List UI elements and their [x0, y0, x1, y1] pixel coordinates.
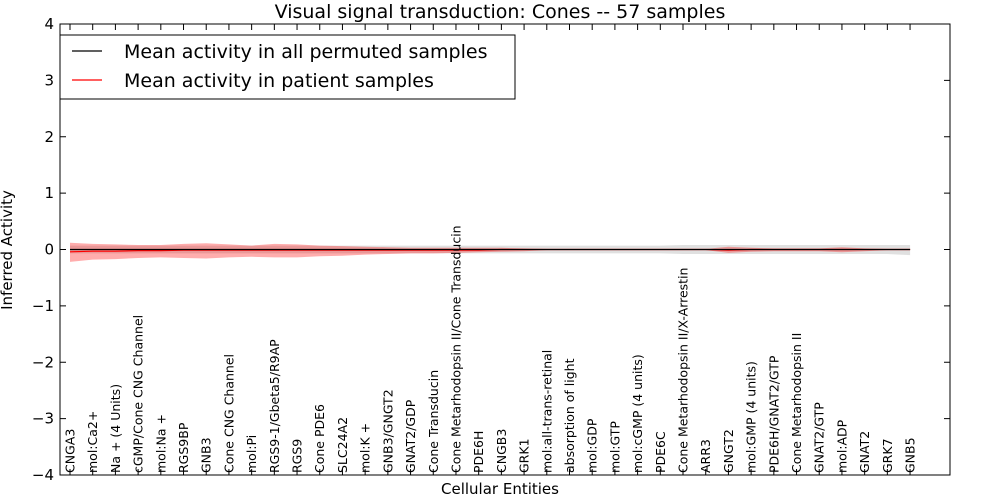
y-tick-label: 0 [44, 241, 54, 259]
y-axis-ticks: 4 3 2 1 0 −1 −2 −3 −4 [32, 15, 950, 484]
y-tick-label: 2 [44, 128, 54, 146]
x-tick-label: RGS9BP [176, 422, 191, 473]
x-tick-label: GNB3 [199, 437, 214, 473]
x-tick-label: CNGA3 [63, 429, 78, 473]
x-tick-label: GNAT2/GTP [812, 402, 827, 473]
x-tick-label: GRK7 [880, 438, 895, 473]
x-tick-label: mol:K + [358, 423, 373, 473]
x-tick-label: GNAT2/GDP [403, 399, 418, 473]
x-tick-label: mol:cGMP (4 units) [630, 354, 645, 473]
x-tick-label: PDE6C [653, 431, 668, 473]
x-tick-label: mol:Pi [244, 435, 259, 473]
x-tick-label: GNGT2 [721, 429, 736, 473]
x-tick-label: mol:Ca2+ [85, 411, 100, 473]
x-tick-label: Cone Metarhodopsin II [789, 333, 804, 473]
x-tick-label: mol:GTP [607, 421, 622, 473]
x-tick-label: absorption of light [562, 358, 577, 473]
x-tick-label: GRK1 [517, 438, 532, 473]
y-tick-label: −1 [32, 297, 54, 315]
legend: Mean activity in all permuted samples Me… [59, 34, 516, 100]
legend-label-patient: Mean activity in patient samples [124, 70, 434, 92]
x-tick-label: ARR3 [698, 439, 713, 473]
x-tick-label: RGS9 [290, 439, 305, 473]
x-tick-label: mol:ADP [834, 419, 849, 473]
y-tick-label: 3 [44, 71, 54, 89]
x-tick-label: Cone CNG Channel [221, 354, 236, 473]
series-lines [69, 248, 911, 253]
x-tick-label: GNB5 [903, 437, 918, 473]
x-axis-ticks: CNGA3 mol:Ca2+ Na + (4 Units) cGMP/Cone CNG… [63, 24, 918, 475]
y-tick-label: 1 [44, 184, 54, 202]
x-tick-label: GNB3/GNGT2 [380, 389, 395, 473]
y-tick-label: 4 [44, 15, 54, 33]
y-axis-label: Inferred Activity [0, 190, 16, 310]
x-tick-label: RGS9-1/Gbeta5/R9AP [267, 339, 282, 473]
y-tick-label: −4 [32, 466, 54, 484]
x-tick-label: SLC24A2 [335, 417, 350, 473]
x-tick-label: PDE6H [471, 431, 486, 473]
x-tick-label: Cone Transducin [426, 370, 441, 473]
legend-box [59, 34, 516, 100]
x-tick-label: mol:GMP (4 units) [744, 361, 759, 473]
chart-title: Visual signal transduction: Cones -- 57 … [275, 1, 726, 23]
x-tick-label: CNGB3 [494, 429, 509, 473]
x-tick-label: GNAT2 [857, 431, 872, 473]
y-tick-label: −2 [32, 353, 54, 371]
patient-band [70, 242, 911, 262]
x-tick-label: Na + (4 Units) [108, 384, 123, 473]
x-tick-label: mol:GDP [585, 418, 600, 473]
x-tick-label: PDE6H/GNAT2/GTP [766, 355, 781, 473]
x-tick-label: Cone Metarhodopsin II/X-Arrestin [676, 268, 691, 473]
legend-label-permuted: Mean activity in all permuted samples [124, 41, 487, 63]
confidence-bands [70, 242, 911, 262]
x-tick-label: cGMP/Cone CNG Channel [131, 315, 146, 473]
y-tick-label: −3 [32, 410, 54, 428]
x-tick-label: Cone Metarhodopsin II/Cone Transducin [449, 225, 464, 473]
x-tick-label: mol:all-trans-retinal [539, 350, 554, 473]
x-axis-label: Cellular Entities [441, 480, 559, 498]
x-tick-label: mol:Na + [153, 414, 168, 473]
x-tick-label: Cone PDE6 [312, 404, 327, 473]
